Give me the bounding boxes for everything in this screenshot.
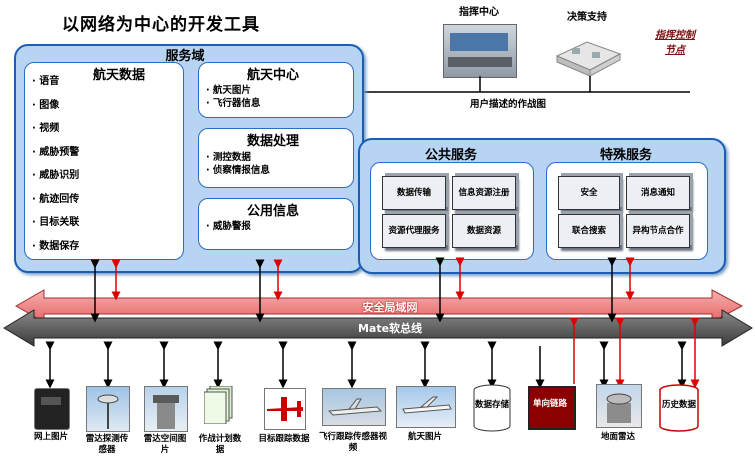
heterogeneous-node-cooperation-cube: 异构节点合作 bbox=[626, 214, 690, 248]
battle-plan-document-icon bbox=[203, 385, 234, 425]
list-item: 图像 bbox=[32, 94, 172, 118]
data-storage-cylinder-icon bbox=[472, 384, 512, 432]
aerospace-picture bbox=[396, 386, 456, 428]
decision-support-photo bbox=[552, 28, 622, 77]
resource-proxy-service-cube: 资源代理服务 bbox=[382, 214, 446, 248]
list-item: 威胁警报 bbox=[206, 220, 251, 233]
security-bus-label: 安全局域网 bbox=[362, 301, 418, 314]
list-item: 侦察情报信息 bbox=[206, 164, 270, 177]
list-item: 目标关联 bbox=[32, 211, 172, 235]
public-info-list: 威胁警报 bbox=[206, 220, 251, 233]
list-item: 数据保存 bbox=[32, 235, 172, 259]
flight-tracking-video bbox=[322, 388, 386, 426]
aerospace-data-list: 语音 图像 视频 威胁预警 威胁识别 航迹回传 目标关联 数据保存 bbox=[32, 70, 172, 258]
special-services-title: 特殊服务 bbox=[599, 148, 652, 163]
public-info-title: 公用信息 bbox=[246, 204, 299, 219]
node-label-line2: 节点 bbox=[665, 45, 685, 56]
one-way-link-box bbox=[528, 386, 576, 430]
device-label: 单向链路 bbox=[532, 399, 567, 409]
device-label: 飞行跟踪传感器视频 bbox=[318, 432, 387, 453]
mate-bus-arrow bbox=[3, 309, 753, 347]
message-notification-cube: 消息通知 bbox=[626, 176, 690, 210]
target-tracking-aircraft bbox=[264, 388, 306, 430]
list-item: 航迹回传 bbox=[32, 188, 172, 212]
list-item: 视频 bbox=[32, 117, 172, 141]
list-item: 航天图片 bbox=[206, 84, 260, 97]
device-label: 历史数据 bbox=[661, 400, 696, 410]
data-processing-list: 测控数据 侦察情报信息 bbox=[206, 151, 270, 177]
list-item: 飞行器信息 bbox=[206, 97, 261, 110]
security-bus-arrow bbox=[14, 289, 744, 323]
online-picture-device bbox=[34, 388, 70, 430]
data-processing-title: 数据处理 bbox=[246, 134, 299, 149]
aerospace-center-list: 航天图片 飞行器信息 bbox=[206, 84, 261, 110]
list-item: 测控数据 bbox=[206, 151, 270, 164]
command-center-photo bbox=[443, 24, 517, 78]
device-label: 雷达探测传感器 bbox=[85, 434, 129, 455]
command-control-node-label: 指挥控制 节点 bbox=[640, 28, 710, 58]
ground-radar-device bbox=[596, 384, 642, 428]
data-transfer-cube: 数据传输 bbox=[382, 176, 446, 210]
radar-station-device bbox=[144, 386, 188, 432]
service-domain-title: 服务域 bbox=[165, 49, 205, 64]
info-resource-registration-cube: 信息资源注册 bbox=[452, 176, 516, 210]
device-label: 地面雷达 bbox=[600, 432, 635, 442]
device-label: 数据存储 bbox=[474, 400, 509, 410]
device-label: 作战计划数据 bbox=[198, 434, 242, 455]
device-label: 网上图片 bbox=[33, 432, 68, 442]
list-item: 语音 bbox=[32, 70, 172, 94]
data-resource-cube: 数据资源 bbox=[452, 214, 516, 248]
joint-search-cube: 联合搜索 bbox=[558, 214, 620, 248]
security-cube: 安全 bbox=[558, 176, 620, 210]
public-services-title: 公共服务 bbox=[424, 148, 477, 163]
command-center-label: 指挥中心 bbox=[459, 7, 499, 18]
aerospace-center-title: 航天中心 bbox=[246, 68, 299, 83]
page-title: 以网络为中心的开发工具 bbox=[62, 15, 260, 35]
node-label-line1: 指挥控制 bbox=[655, 30, 695, 41]
radar-sensor-device bbox=[86, 386, 130, 432]
history-data-cylinder-icon bbox=[658, 384, 700, 432]
mate-bus-label: Mate软总线 bbox=[357, 322, 423, 335]
decision-support-label: 决策支持 bbox=[567, 12, 607, 23]
list-item: 威胁预警 bbox=[32, 141, 172, 165]
device-label: 航天图片 bbox=[407, 432, 442, 442]
user-description-label: 用户描述的作战图 bbox=[469, 99, 546, 110]
device-label: 雷达空间图片 bbox=[143, 434, 187, 455]
list-item: 威胁识别 bbox=[32, 164, 172, 188]
device-label: 目标跟踪数据 bbox=[258, 434, 310, 444]
